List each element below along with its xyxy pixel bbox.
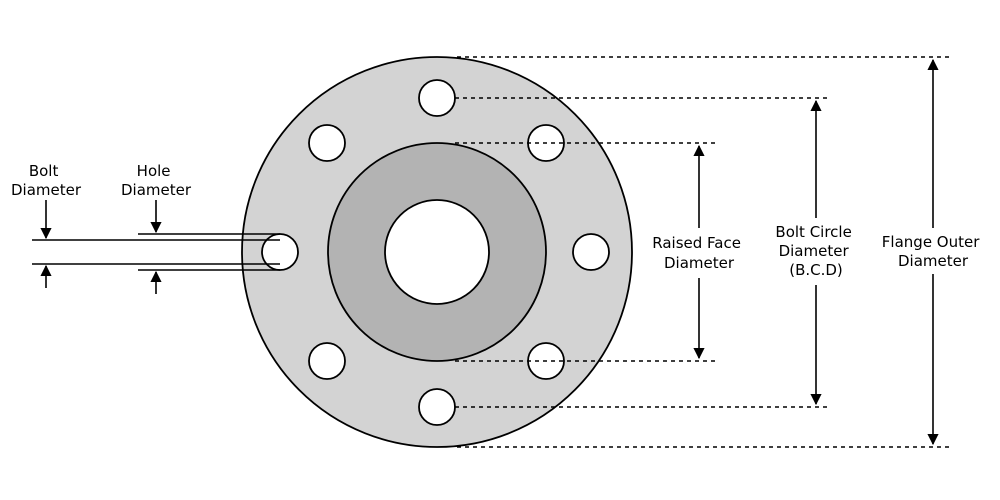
raised-face-label-line2: Diameter bbox=[664, 254, 735, 272]
hole-diameter-label-line1: Hole bbox=[137, 162, 171, 180]
flange-outer-label-line1: Flange Outer bbox=[882, 233, 980, 251]
bolt-holes bbox=[261, 79, 610, 426]
bolt-diameter-label: Bolt Diameter bbox=[11, 162, 82, 199]
bolt-hole-right bbox=[572, 233, 610, 271]
bolt-hole-bottom-left bbox=[308, 342, 346, 380]
bolt-dimension-lines bbox=[32, 233, 280, 271]
bore-hole bbox=[384, 199, 490, 305]
raised-face-diameter-label: Raised Face Diameter bbox=[652, 234, 746, 272]
hole-diameter-label: Hole Diameter bbox=[121, 162, 192, 199]
bolt-hole-top bbox=[418, 79, 456, 117]
bolt-diameter-label-line1: Bolt bbox=[29, 162, 59, 180]
extension-lines bbox=[455, 56, 950, 448]
bolt-hole-top-left bbox=[308, 124, 346, 162]
bolt-circle-diameter-label: Bolt Circle Diameter (B.C.D) bbox=[775, 223, 856, 279]
bolt-hole-bottom bbox=[418, 388, 456, 426]
bcd-label-line1: Bolt Circle bbox=[775, 223, 851, 241]
bcd-label-line3: (B.C.D) bbox=[789, 261, 843, 279]
flange-outer-label-line2: Diameter bbox=[898, 252, 969, 270]
bcd-label-line2: Diameter bbox=[779, 242, 850, 260]
raised-face-label-line1: Raised Face bbox=[652, 234, 741, 252]
flange-outer-diameter-label: Flange Outer Diameter bbox=[882, 233, 984, 270]
hole-diameter-label-line2: Diameter bbox=[121, 181, 192, 199]
bolt-diameter-label-line2: Diameter bbox=[11, 181, 82, 199]
